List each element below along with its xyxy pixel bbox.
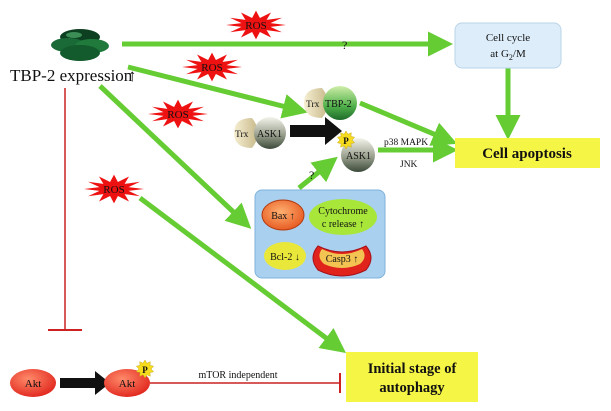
tbp2-label-sphere: TBP-2 xyxy=(325,99,352,110)
cell-cycle-label-line1: Cell cycle xyxy=(486,32,530,44)
cytochrome-label-line2: c release ↑ xyxy=(322,219,364,230)
phospho-star-akt xyxy=(135,359,155,379)
bcl2-label: Bcl-2 ↓ xyxy=(270,252,300,263)
phospho-akt-oval xyxy=(104,369,150,397)
tbp2-expression-label: TBP-2 expression xyxy=(10,66,133,85)
jnk-label: JNK xyxy=(400,160,418,170)
question-mark-mito: ? xyxy=(309,168,314,182)
ros-burst-upper: ROS xyxy=(182,52,242,82)
autophagy-label-line2: autophagy xyxy=(379,380,445,396)
cytochrome-label-line1: Cytochrome xyxy=(318,206,368,217)
svg-text:ROS: ROS xyxy=(103,184,124,196)
arrow-mito-to-pask1 xyxy=(297,156,338,190)
p38-mapk-label: p38 MAPK xyxy=(384,138,428,148)
arrow-trx-tbp-to-apoptosis xyxy=(359,100,458,146)
arrow-ros-to-autophagy xyxy=(138,196,346,354)
black-arrow-trx-ask1 xyxy=(290,117,342,145)
bax-oval xyxy=(261,199,305,231)
tbp2-protein-icon xyxy=(51,29,109,61)
trx-label-upper: Trx xyxy=(306,100,320,110)
cell-cycle-box xyxy=(454,22,562,69)
black-arrow-akt xyxy=(60,371,110,395)
casp3-label: Casp3 ↑ xyxy=(326,254,359,265)
bcl2-oval xyxy=(264,242,306,270)
cell-apoptosis-box xyxy=(455,138,600,168)
arrow-tbp-to-trx-tbp xyxy=(127,64,308,119)
casp3-highlight xyxy=(319,249,365,268)
svg-text:ROS: ROS xyxy=(201,62,222,74)
ros-burst-middle: ROS xyxy=(148,99,208,129)
trx-ask1-complex xyxy=(234,117,286,149)
arrow-tbp-to-mito-box xyxy=(98,84,252,229)
phospho-label-ask1: P xyxy=(343,136,349,146)
ask1-label-right: ASK1 xyxy=(346,151,371,162)
bax-label: Bax ↑ xyxy=(271,211,295,222)
svg-text:ROS: ROS xyxy=(167,109,188,121)
trx-tbp2-complex xyxy=(304,86,357,120)
ros-burst-top: ROS xyxy=(226,10,286,40)
autophagy-box xyxy=(346,352,478,402)
cell-cycle-label-line2: at G2/M xyxy=(490,48,526,62)
akt-oval xyxy=(10,369,56,397)
autophagy-label-line1: Initial stage of xyxy=(368,361,457,377)
phospho-label-akt: P xyxy=(142,365,148,375)
svg-text:ROS: ROS xyxy=(245,20,266,32)
question-mark-top: ? xyxy=(342,38,347,52)
ask1-label-left: ASK1 xyxy=(257,129,282,140)
cytochrome-oval xyxy=(309,199,377,235)
akt-label: Akt xyxy=(25,378,42,390)
phospho-ask1 xyxy=(336,130,375,172)
mtor-independent-label: mTOR independent xyxy=(199,370,278,381)
trx-label-lower: Trx xyxy=(235,130,249,140)
tbp2-up-arrow: ↑ xyxy=(128,66,137,85)
cell-apoptosis-label: Cell apoptosis xyxy=(482,146,572,162)
ros-burst-lower: ROS xyxy=(84,174,144,204)
phospho-akt-label: Akt xyxy=(119,378,136,390)
